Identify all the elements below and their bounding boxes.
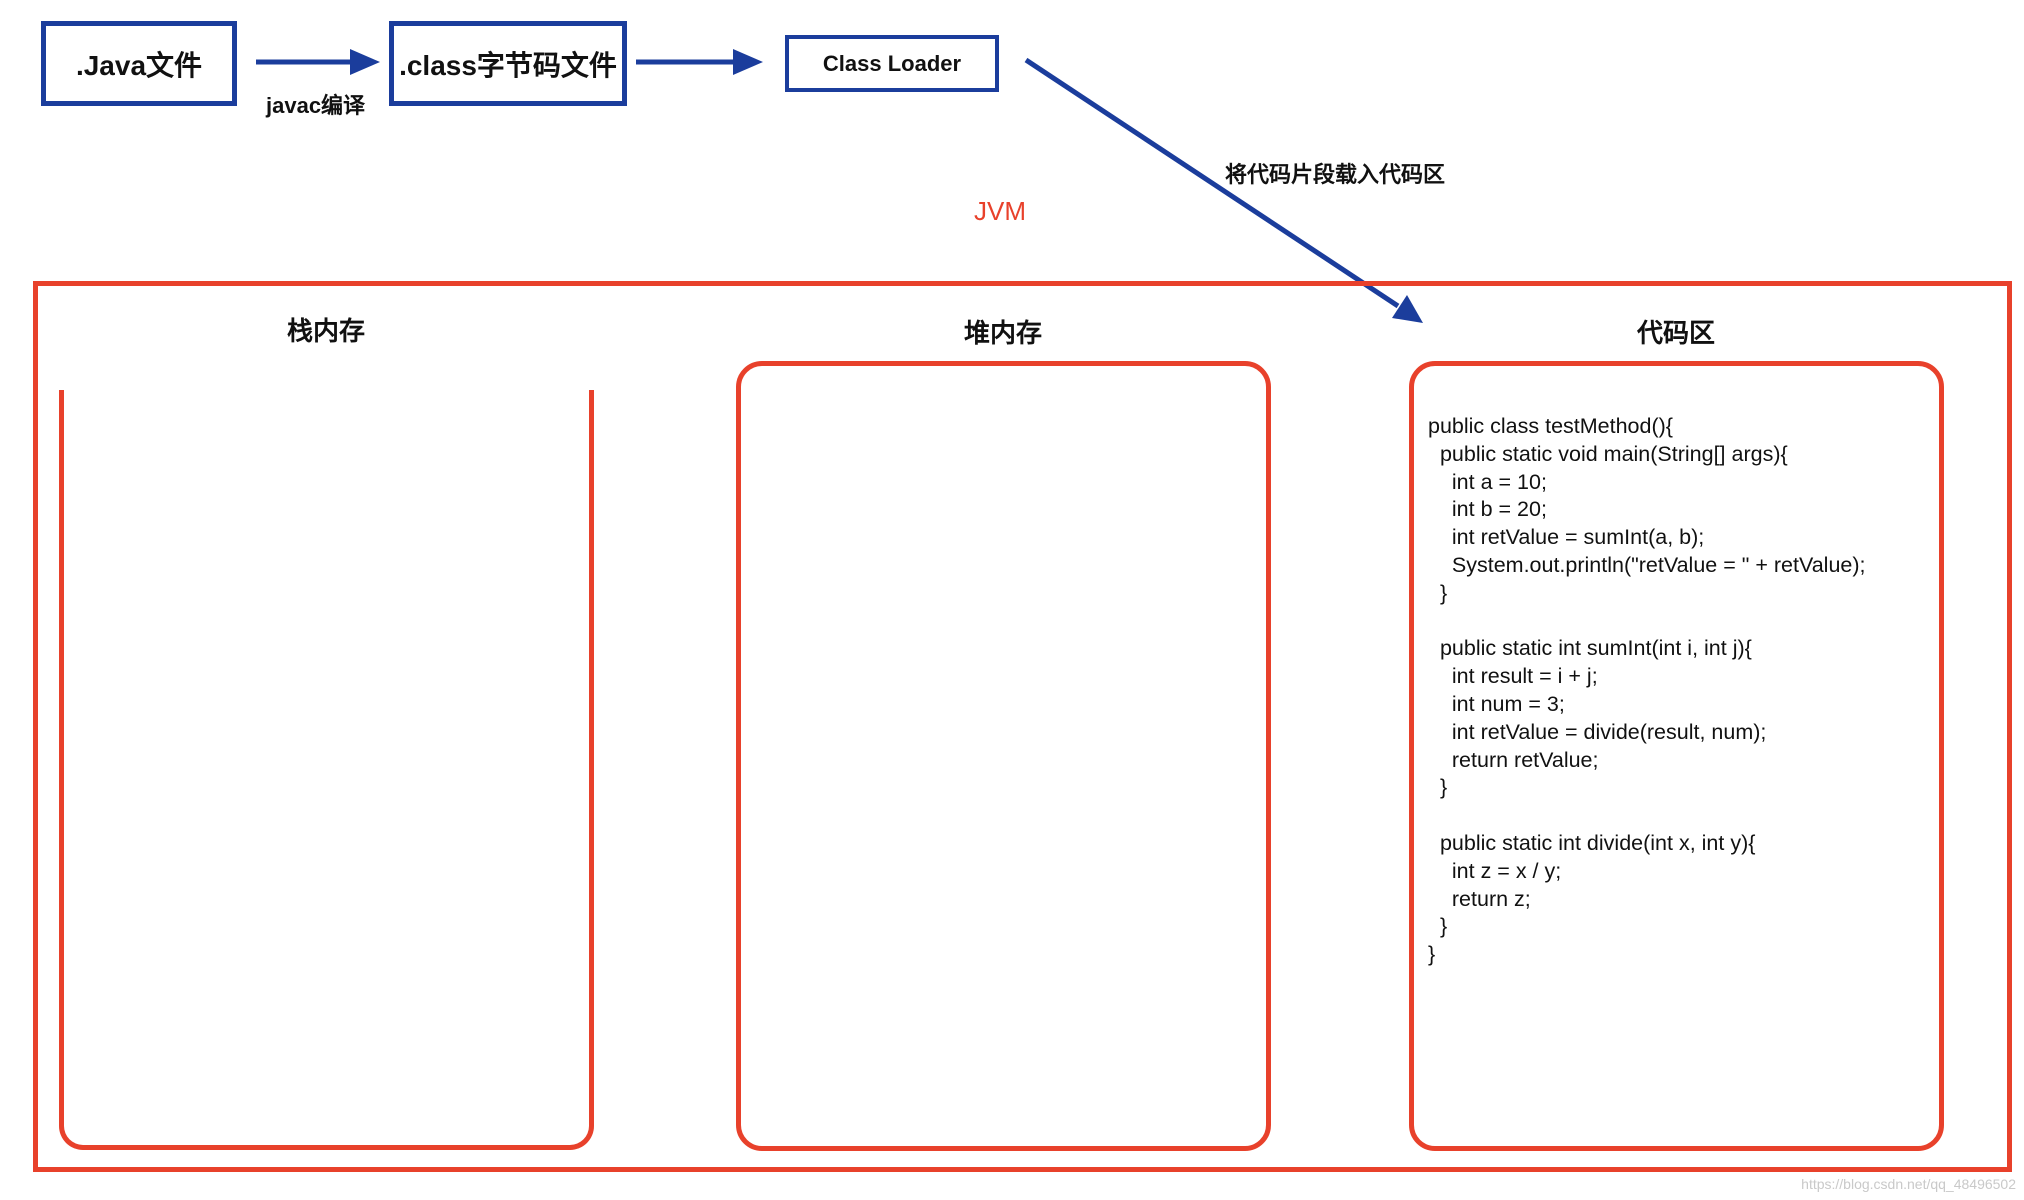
jvm-container [33,281,2012,1172]
arrow-class-to-loader [636,49,763,75]
java-file-box: .Java文件 [41,21,237,106]
heap-memory-region [736,361,1271,1151]
class-file-box: .class字节码文件 [389,21,627,106]
java-file-label: .Java文件 [75,49,203,81]
code-area-source: public class testMethod(){ public static… [1428,414,1866,967]
watermark: https://blog.csdn.net/qq_48496502 [1801,1176,2016,1192]
class-loader-label: Class Loader [822,50,962,76]
class-file-label: .class字节码文件 [399,49,617,81]
code-area-title: 代码区 [1636,318,1715,348]
stack-memory-region [59,390,594,1150]
code-area-region [1409,361,1944,1151]
stack-memory-title: 栈内存 [286,316,365,346]
jvm-title: JVM [974,196,1026,226]
heap-memory-title: 堆内存 [963,318,1042,348]
load-into-code-area-label: 将代码片段载入代码区 [1225,162,1446,187]
class-loader-box: Class Loader [785,35,999,92]
arrow-java-to-class [256,49,380,75]
javac-compile-label: javac编译 [266,93,366,118]
